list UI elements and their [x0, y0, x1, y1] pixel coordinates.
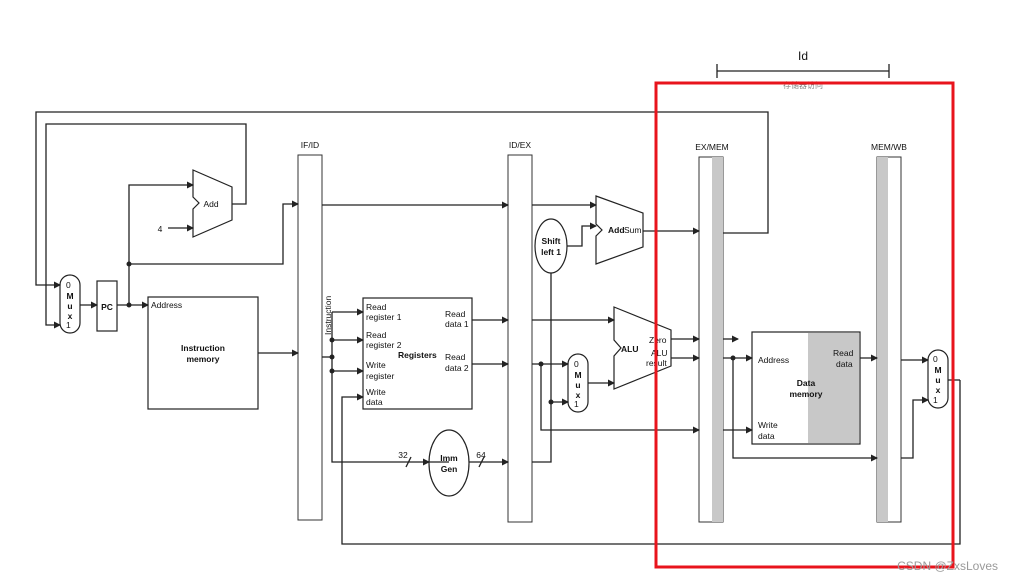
- imm-width-out: 64: [476, 450, 486, 460]
- svg-text:M: M: [934, 365, 941, 375]
- bracket-sublabel: 存储器访问: [783, 80, 823, 90]
- instruction-memory: Address Instruction memory: [147, 296, 259, 410]
- program-counter: PC: [96, 280, 118, 332]
- shift-left-unit: Shift left 1: [534, 218, 568, 274]
- bracket-label: Id: [798, 49, 808, 63]
- pc-mux: 0 M u x 1: [59, 274, 81, 334]
- constant-four: 4: [158, 224, 163, 234]
- svg-text:Shift: Shift: [542, 236, 561, 246]
- highlight-frame: [654, 81, 955, 569]
- svg-text:memory: memory: [789, 389, 822, 399]
- svg-text:1: 1: [933, 395, 938, 405]
- svg-text:Address: Address: [758, 355, 789, 365]
- svg-text:M: M: [574, 370, 581, 380]
- svg-text:PC: PC: [101, 302, 113, 312]
- svg-text:Write: Write: [366, 387, 386, 397]
- id-ex-label: ID/EX: [509, 140, 532, 150]
- svg-text:register 2: register 2: [366, 340, 402, 350]
- svg-text:register 1: register 1: [366, 312, 402, 322]
- svg-text:data: data: [366, 397, 383, 407]
- ex-adder: Add Sum: [595, 195, 644, 265]
- ex-mem-shade: [712, 157, 723, 522]
- data-memory: Address Read data Write data Data memory: [751, 331, 861, 445]
- alu: ALU Zero ALU result: [613, 306, 672, 390]
- svg-text:Write: Write: [758, 420, 778, 430]
- svg-text:x: x: [576, 390, 581, 400]
- pipeline-registers: IF/ID ID/EX EX/MEM MEM/WB: [297, 140, 907, 523]
- svg-text:Read: Read: [445, 309, 466, 319]
- svg-text:Read: Read: [366, 330, 387, 340]
- svg-text:Read: Read: [366, 302, 387, 312]
- svg-text:u: u: [67, 301, 72, 311]
- svg-text:memory: memory: [186, 354, 219, 364]
- svg-text:0: 0: [574, 359, 579, 369]
- svg-text:u: u: [935, 375, 940, 385]
- svg-text:data 2: data 2: [445, 363, 469, 373]
- register-file: Read register 1 Read register 2 Write re…: [362, 297, 473, 410]
- svg-text:ALU: ALU: [621, 344, 638, 354]
- svg-text:u: u: [575, 380, 580, 390]
- ex-mem-label: EX/MEM: [695, 142, 729, 152]
- svg-text:1: 1: [574, 399, 579, 409]
- svg-text:Write: Write: [366, 360, 386, 370]
- svg-text:Address: Address: [151, 300, 182, 310]
- svg-text:data: data: [836, 359, 853, 369]
- svg-text:Imm: Imm: [440, 453, 458, 463]
- id-ex-register: [507, 154, 533, 523]
- imm-gen: Imm Gen: [428, 429, 470, 497]
- svg-text:ALU: ALU: [651, 348, 668, 358]
- svg-text:0: 0: [933, 354, 938, 364]
- mem-wb-label: MEM/WB: [871, 142, 907, 152]
- watermark: CSDN @ZxsLoves: [897, 559, 998, 573]
- datapath-wires: [35, 111, 961, 545]
- svg-text:Registers: Registers: [398, 350, 437, 360]
- instruction-bus-label: Instruction: [323, 296, 333, 335]
- svg-text:data 1: data 1: [445, 319, 469, 329]
- imm-width-in: 32: [398, 450, 408, 460]
- svg-text:data: data: [758, 431, 775, 441]
- if-adder: Add: [192, 169, 233, 238]
- stage-bracket: Id 存储器访问: [716, 49, 890, 90]
- svg-text:Zero: Zero: [649, 335, 667, 345]
- svg-text:Instruction: Instruction: [181, 343, 225, 353]
- svg-text:Sum: Sum: [624, 225, 641, 235]
- svg-text:register: register: [366, 371, 395, 381]
- svg-text:Read: Read: [833, 348, 854, 358]
- svg-text:x: x: [936, 385, 941, 395]
- if-id-label: IF/ID: [301, 140, 319, 150]
- svg-text:Read: Read: [445, 352, 466, 362]
- svg-text:M: M: [66, 291, 73, 301]
- alu-mux: 0 M u x 1: [567, 353, 589, 413]
- svg-text:x: x: [68, 311, 73, 321]
- svg-text:Gen: Gen: [441, 464, 458, 474]
- svg-text:0: 0: [66, 280, 71, 290]
- svg-text:Add: Add: [608, 225, 625, 235]
- if-id-register: [297, 154, 323, 521]
- svg-text:Data: Data: [797, 378, 816, 388]
- wb-mux: 0 M u x 1: [927, 349, 949, 409]
- mem-wb-shade: [877, 157, 888, 522]
- svg-text:Add: Add: [203, 199, 218, 209]
- svg-text:1: 1: [66, 320, 71, 330]
- svg-text:left 1: left 1: [541, 247, 561, 257]
